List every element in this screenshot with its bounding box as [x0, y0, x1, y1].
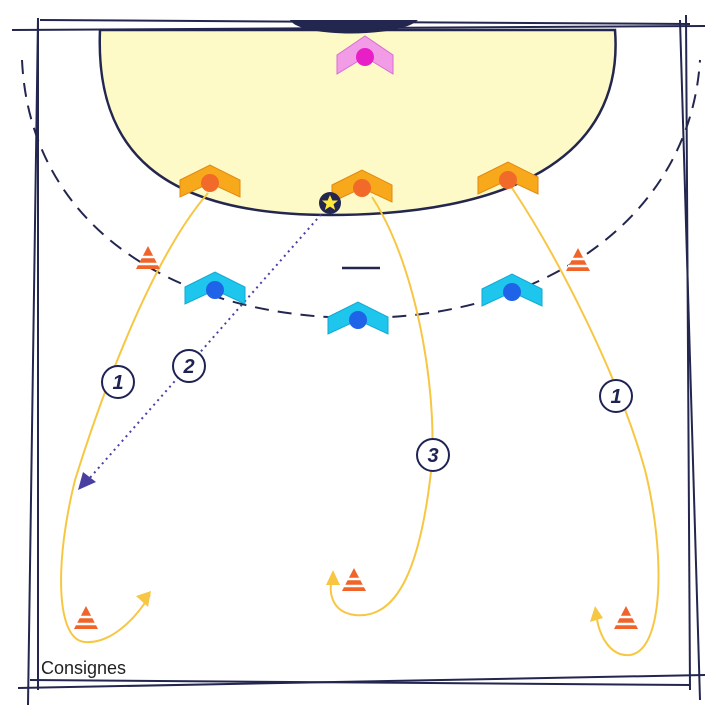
- attackers: [179, 161, 539, 203]
- svg-text:1: 1: [112, 372, 123, 394]
- goalkeeper: [336, 35, 394, 75]
- step-label-1-left: 1: [101, 365, 135, 399]
- defender: [184, 271, 246, 305]
- svg-text:2: 2: [182, 356, 194, 378]
- step-label-1-right: 1: [599, 379, 633, 413]
- goal-area: [98, 28, 617, 217]
- step-label-2: 2: [172, 349, 206, 383]
- pass-arrowhead: [78, 472, 96, 490]
- run-arrowhead-left: [136, 591, 151, 607]
- cone: [136, 246, 160, 269]
- cones: [74, 246, 638, 629]
- cone: [614, 606, 638, 629]
- attacker: [179, 164, 241, 198]
- cone: [342, 568, 366, 591]
- svg-text:1: 1: [610, 386, 621, 408]
- svg-text:3: 3: [427, 445, 438, 467]
- goal: [290, 20, 418, 34]
- defenders: [184, 271, 543, 335]
- run-arrowhead-center: [326, 570, 340, 585]
- run-path-left: [60, 192, 209, 644]
- defender: [481, 273, 543, 307]
- attacker: [331, 169, 393, 203]
- run-path-right: [511, 187, 660, 657]
- attacker: [477, 161, 539, 195]
- cone: [74, 606, 98, 629]
- defender: [327, 301, 389, 335]
- run-path-center: [329, 196, 434, 617]
- step-label-3: 3: [416, 438, 450, 472]
- run-arrowhead-right: [590, 606, 603, 622]
- caption: Consignes: [41, 658, 127, 678]
- cone: [566, 248, 590, 271]
- ball-icon: [319, 192, 341, 214]
